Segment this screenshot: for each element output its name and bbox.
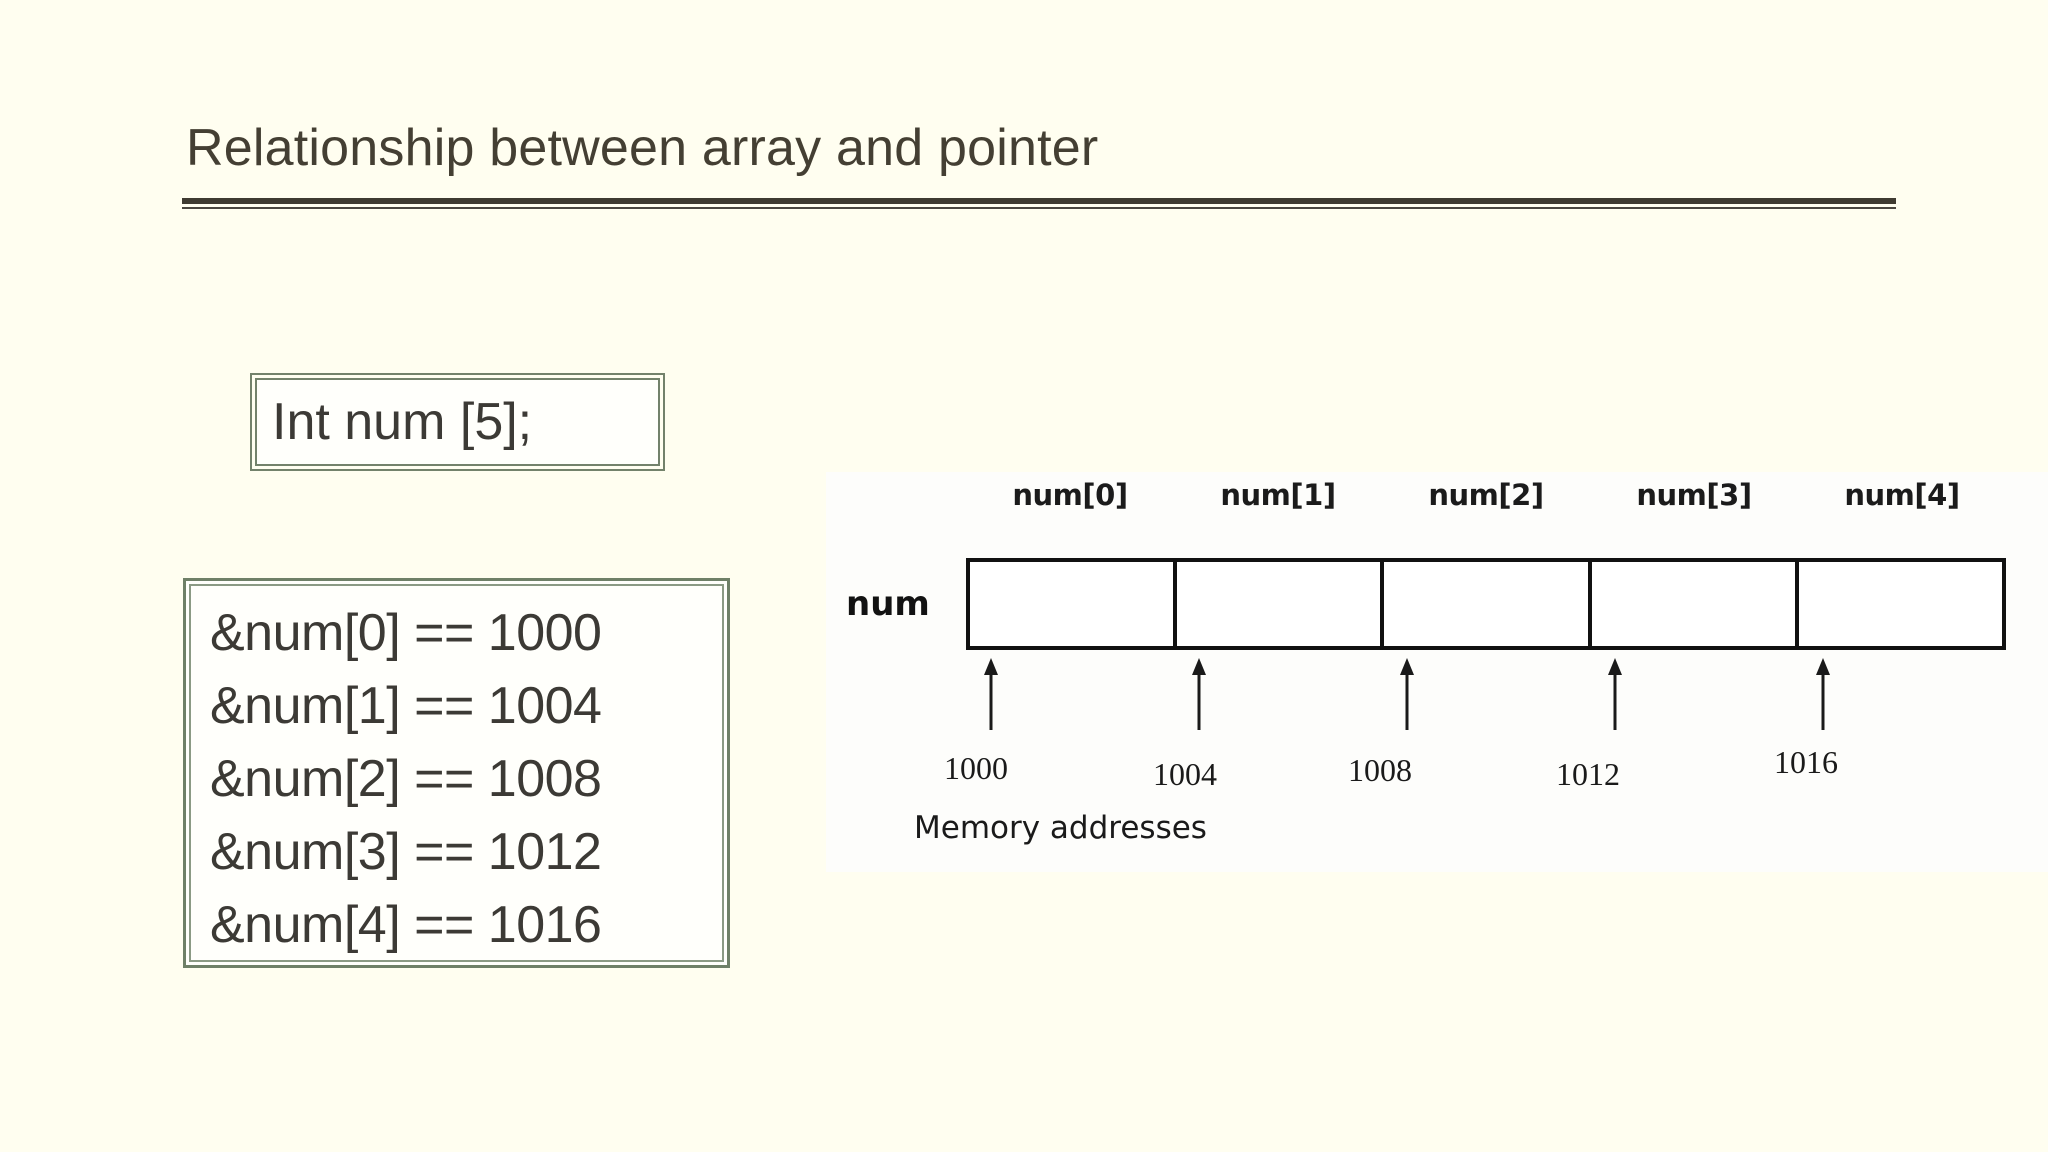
up-arrow-icon — [978, 658, 1004, 730]
array-cell-0 — [970, 562, 1178, 646]
divider-line-thin — [182, 207, 1896, 209]
array-cell-2 — [1384, 562, 1592, 646]
array-cell-3 — [1591, 562, 1799, 646]
memory-diagram: num[0] num[1] num[2] num[3] num[4] num — [826, 472, 2048, 872]
array-cell-1 — [1177, 562, 1385, 646]
address-line: &num[1] == 1004 — [210, 677, 602, 735]
memory-diagram-inner: num[0] num[1] num[2] num[3] num[4] num — [826, 472, 2048, 872]
up-arrow-icon — [1394, 658, 1420, 730]
address-line: &num[0] == 1000 — [210, 604, 602, 662]
up-arrow-icon — [1186, 658, 1212, 730]
address-label-4: 1016 — [1774, 744, 1838, 780]
cell-label-2: num[2] — [1428, 478, 1544, 512]
memory-addresses-caption: Memory addresses — [914, 810, 1207, 846]
cell-label-3: num[3] — [1636, 478, 1752, 512]
array-name-label: num — [846, 584, 930, 624]
address-label-1: 1004 — [1153, 756, 1217, 792]
page-title: Relationship between array and pointer — [186, 119, 1099, 177]
array-cells — [966, 558, 2006, 650]
array-cell-4 — [1798, 562, 2003, 646]
address-line: &num[3] == 1012 — [210, 823, 602, 881]
title-divider — [182, 198, 1896, 209]
address-label-0: 1000 — [944, 750, 1008, 786]
address-label-2: 1008 — [1348, 752, 1412, 788]
address-line: &num[4] == 1016 — [210, 896, 602, 954]
divider-line-thick — [182, 198, 1896, 204]
up-arrow-icon — [1602, 658, 1628, 730]
declaration-text: Int num [5]; — [272, 393, 533, 451]
address-list-box: &num[0] == 1000 &num[1] == 1004 &num[2] … — [183, 578, 730, 968]
address-label-3: 1012 — [1556, 756, 1620, 792]
cell-label-0: num[0] — [1012, 478, 1128, 512]
declaration-box: Int num [5]; — [255, 378, 660, 466]
cell-label-1: num[1] — [1220, 478, 1336, 512]
up-arrow-icon — [1810, 658, 1836, 730]
address-line: &num[2] == 1008 — [210, 750, 602, 808]
cell-label-4: num[4] — [1844, 478, 1960, 512]
